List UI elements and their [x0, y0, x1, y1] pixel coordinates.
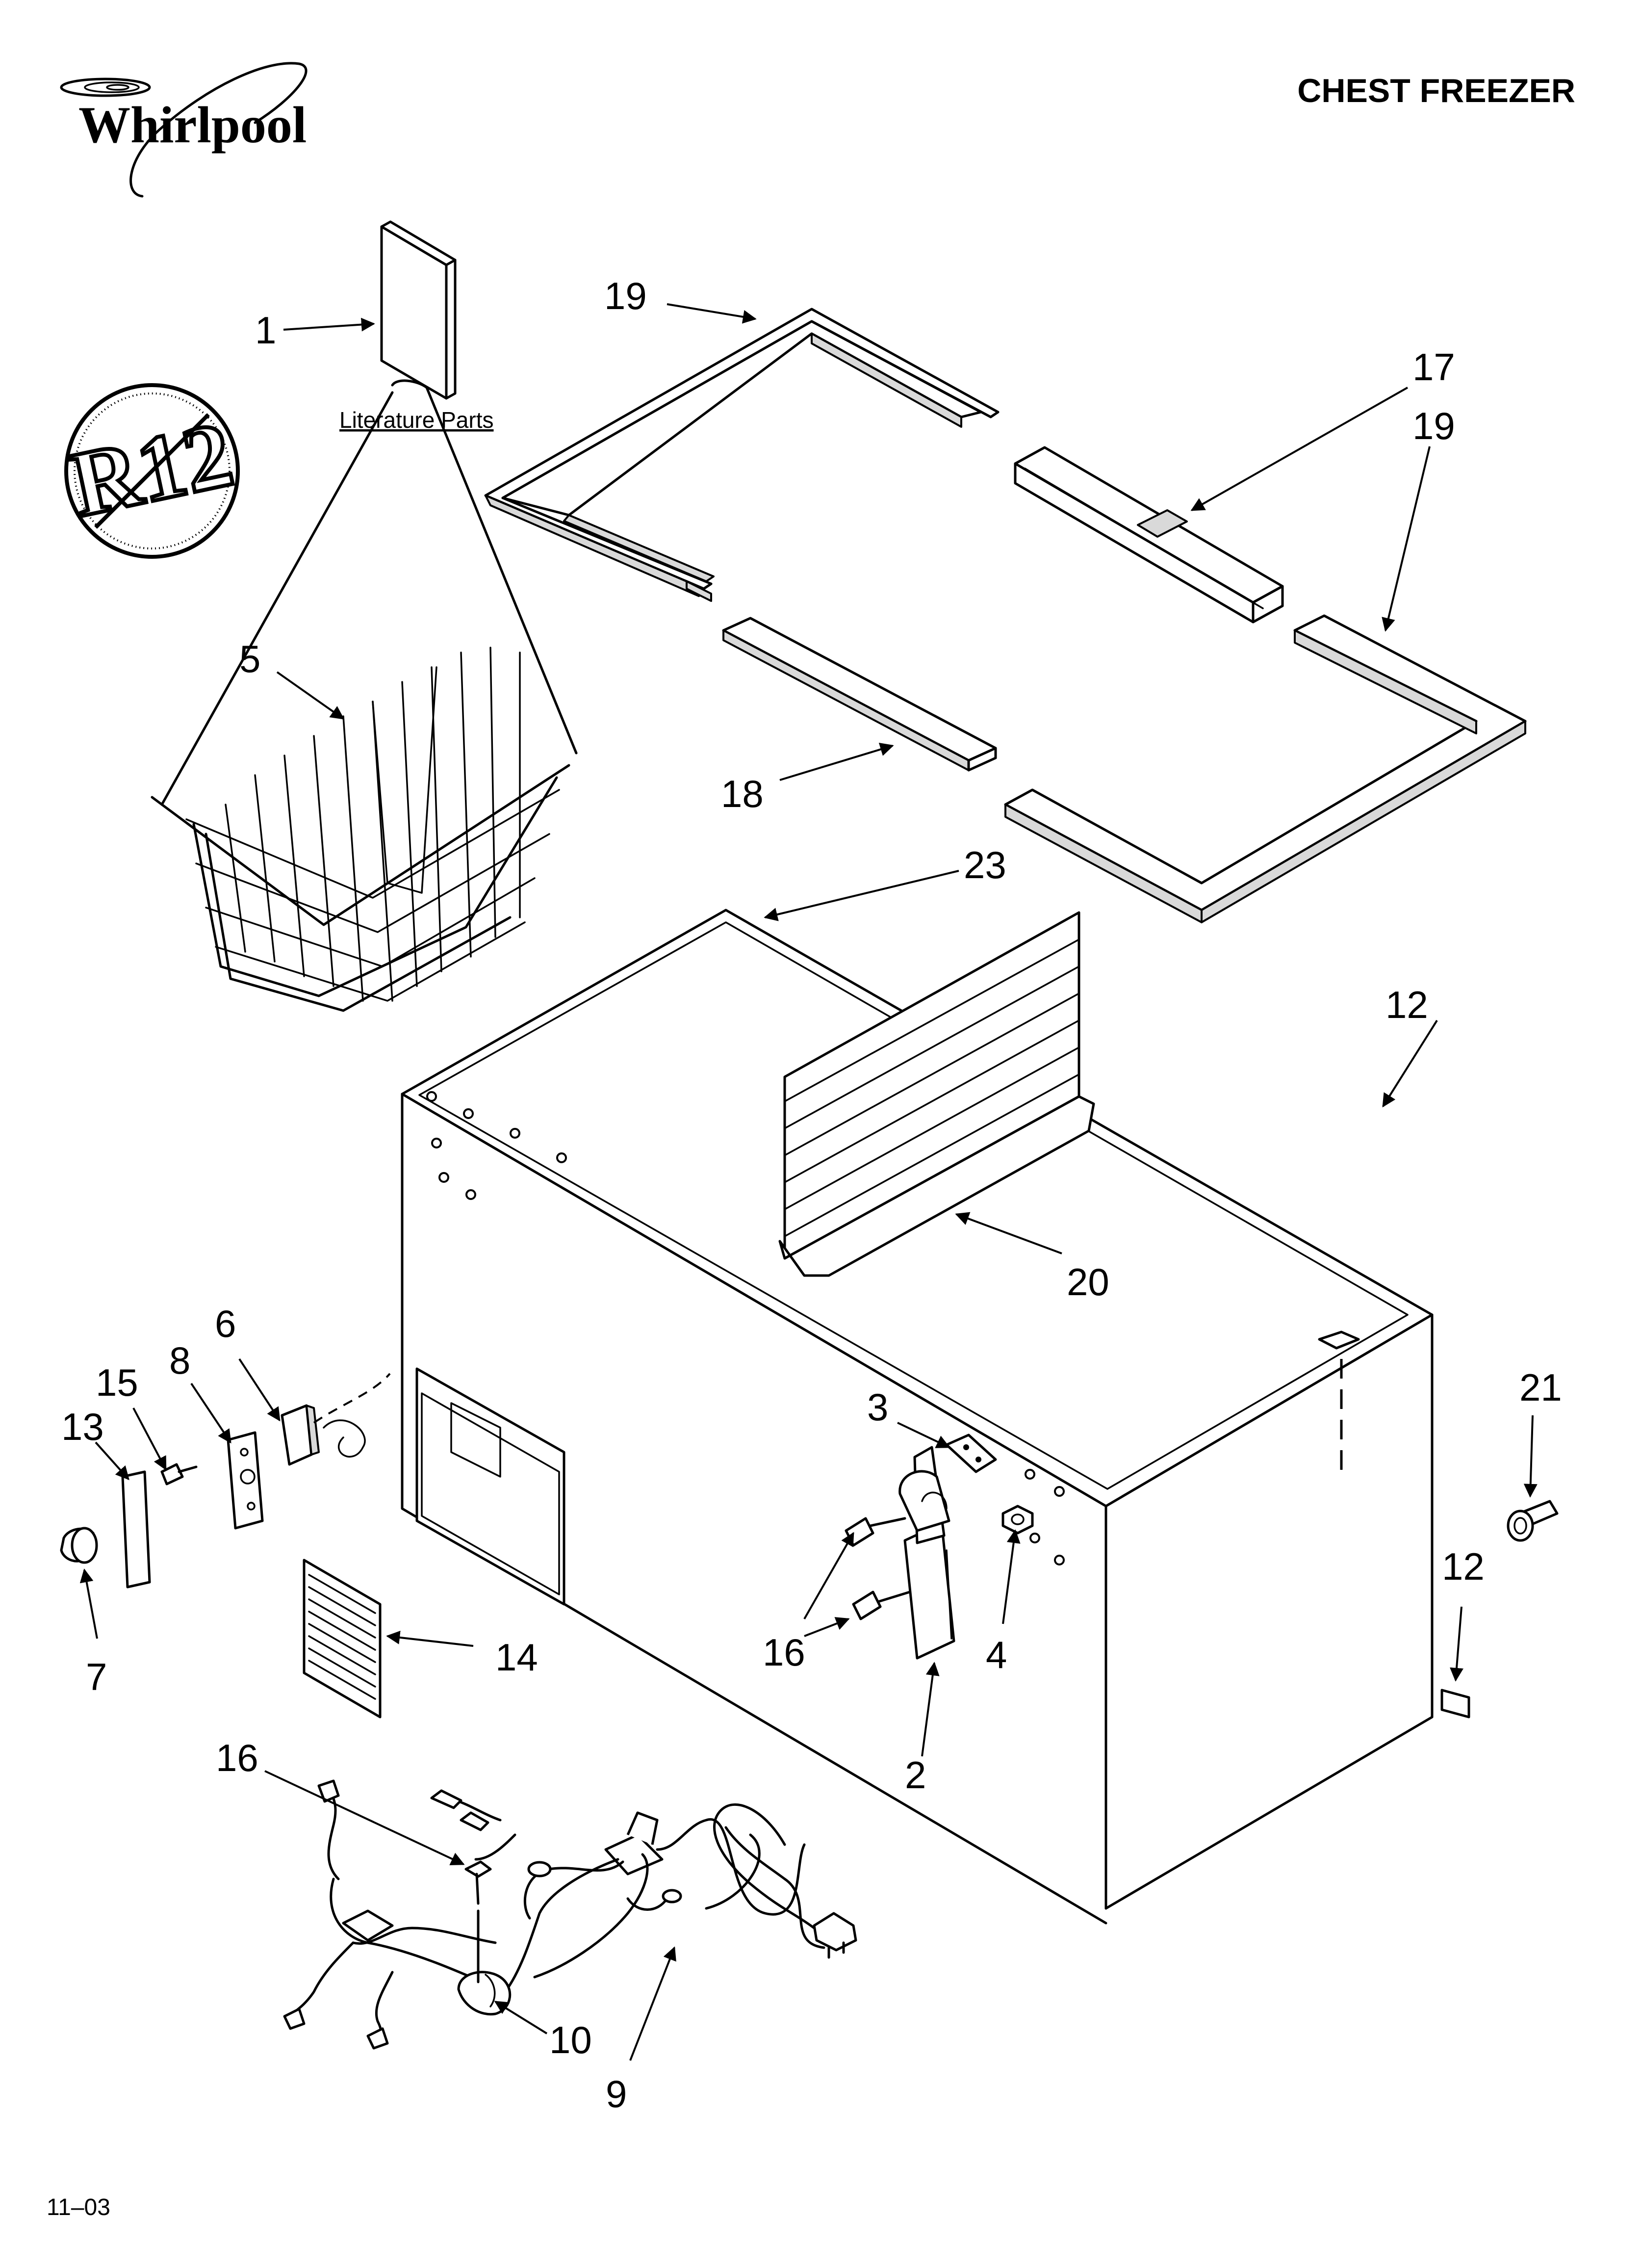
callout-12-side: 12	[1442, 1545, 1485, 1588]
lid-frame-left-corner	[484, 308, 1000, 602]
callout-23: 23	[964, 843, 1006, 886]
lid-frame-short-bar	[722, 617, 997, 772]
no-r12-refrigerant-icon: R12	[61, 383, 243, 559]
brand-logo: Whirlpool	[60, 62, 308, 198]
callout-19-top: 19	[604, 274, 647, 317]
lid-frame-center-bar	[1014, 446, 1284, 624]
lid-hinge	[898, 1446, 955, 1660]
callout-20: 20	[1067, 1260, 1109, 1303]
thermostat-knob	[60, 1527, 98, 1564]
callout-8: 8	[169, 1339, 190, 1382]
callout-19-right: 19	[1412, 404, 1455, 447]
thermostat-cover	[121, 1470, 151, 1589]
hinge-nut	[1001, 1505, 1034, 1535]
label-sticker-top	[1318, 1330, 1360, 1350]
thermostat-control	[281, 1373, 391, 1466]
callout-3: 3	[867, 1385, 888, 1429]
brand-name: Whirlpool	[78, 96, 307, 154]
drain-plug	[1507, 1500, 1559, 1542]
callout-16-harness: 16	[216, 1736, 258, 1779]
callout-14: 14	[495, 1636, 538, 1679]
harness-screw	[464, 1860, 492, 1905]
divider-panel	[778, 911, 1095, 1277]
callout-1: 1	[255, 309, 276, 352]
callout-16-hinge: 16	[763, 1631, 805, 1674]
callout-9: 9	[606, 2072, 627, 2115]
thermostat-bracket	[227, 1431, 264, 1530]
callout-5: 5	[239, 637, 260, 680]
callout-13: 13	[61, 1405, 104, 1448]
callout-labels: 1 19 17 19 5 18 23 12 20 21 3 6 8 15 13 …	[61, 274, 1562, 2115]
callout-12-top: 12	[1385, 983, 1428, 1026]
callout-21: 21	[1519, 1366, 1562, 1409]
label-sticker-side	[1440, 1689, 1470, 1719]
lid-frame-right-corner	[1004, 614, 1527, 923]
callout-2: 2	[905, 1753, 926, 1797]
callout-15: 15	[96, 1361, 138, 1404]
wiring-harness	[283, 1779, 857, 2050]
swirl-icon	[60, 62, 308, 198]
callout-4: 4	[986, 1633, 1007, 1676]
callout-18: 18	[721, 772, 764, 815]
page-title: CHEST FREEZER	[1297, 72, 1575, 109]
hinge-bracket	[945, 1434, 997, 1473]
literature-parts-label: Literature Parts	[339, 407, 493, 433]
callout-7: 7	[86, 1655, 107, 1698]
revision-code: 11–03	[47, 2194, 110, 2220]
leader-lines	[79, 303, 1538, 2061]
wire-basket	[151, 379, 578, 1012]
literature-parts-booklet	[380, 220, 457, 400]
hinge-screw-lower	[852, 1590, 911, 1620]
callout-10: 10	[549, 2018, 592, 2061]
vent-grille	[303, 1559, 382, 1719]
callout-6: 6	[215, 1302, 236, 1345]
callout-17: 17	[1412, 345, 1455, 389]
bracket-screw	[160, 1463, 198, 1486]
